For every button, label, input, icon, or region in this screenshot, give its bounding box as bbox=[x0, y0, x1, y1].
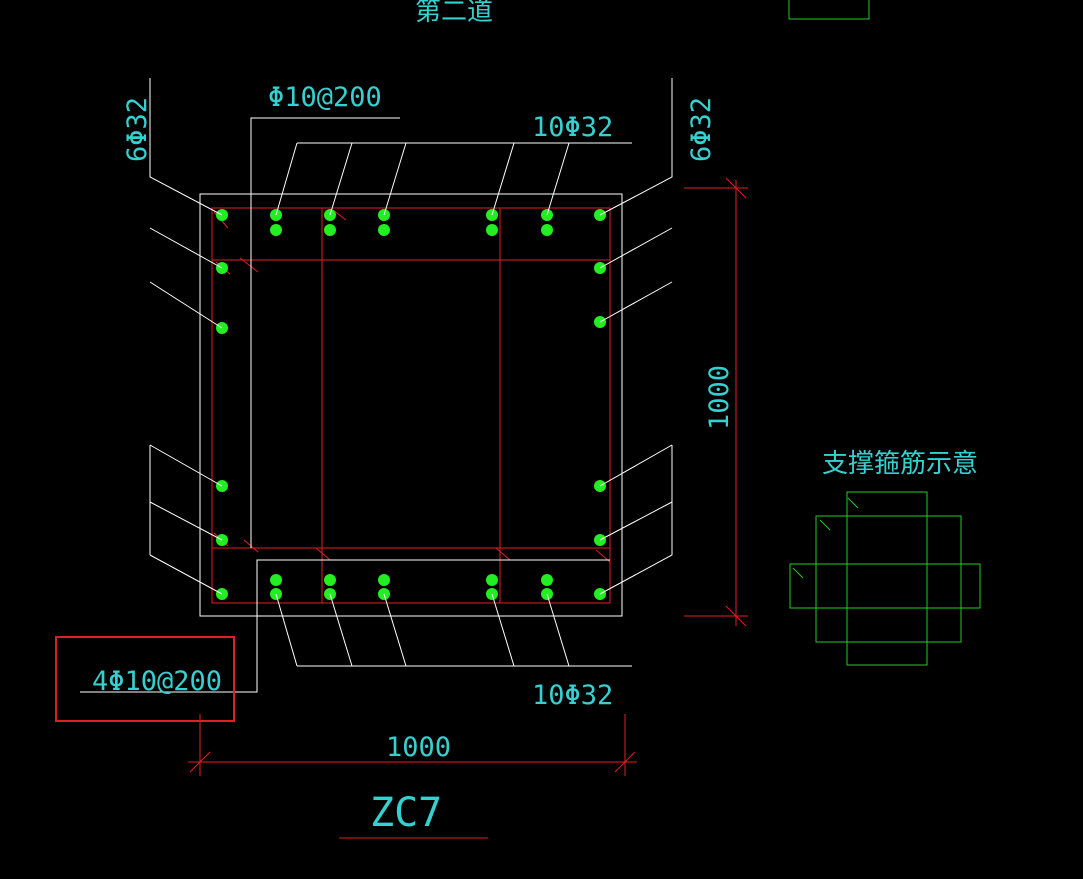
leader-left bbox=[149, 78, 223, 216]
partial-box-top-right bbox=[788, 0, 870, 20]
inner-stirrup-right bbox=[499, 207, 611, 604]
label-bottom-bars: 10Φ32 bbox=[532, 680, 613, 711]
rebar-dot bbox=[324, 574, 336, 586]
rebar-dot bbox=[270, 574, 282, 586]
sketch-middle bbox=[815, 515, 962, 643]
hook bbox=[239, 257, 259, 273]
leader-bottom-stirrup bbox=[80, 559, 610, 693]
leader-right bbox=[599, 445, 673, 595]
leader-right bbox=[599, 281, 673, 323]
label-left-vertical: 6Φ32 bbox=[122, 97, 153, 162]
inner-stirrup-left bbox=[211, 207, 323, 604]
column-name: ZC7 bbox=[370, 790, 442, 836]
rebar-dot bbox=[486, 224, 498, 236]
leader-left bbox=[149, 444, 223, 487]
leader-top-bars bbox=[383, 142, 407, 216]
rebar-dot bbox=[486, 574, 498, 586]
leader-bottom-bars bbox=[329, 593, 353, 667]
leader-left bbox=[149, 227, 223, 269]
leader-left bbox=[149, 501, 223, 541]
sketch-vertical-narrow bbox=[846, 491, 928, 666]
leader-bottom-bars bbox=[491, 593, 515, 667]
hook bbox=[495, 547, 511, 561]
leader-right bbox=[599, 501, 673, 541]
rebar-dot bbox=[541, 224, 553, 236]
leader-top-bars bbox=[275, 142, 298, 216]
longitudinal-rebars bbox=[216, 209, 606, 600]
dim-tick bbox=[725, 605, 747, 627]
leader-top-bars bbox=[329, 142, 353, 216]
label-top-bars: 10Φ32 bbox=[532, 112, 613, 143]
leader-lines bbox=[80, 78, 673, 693]
column-concrete-outline bbox=[199, 193, 623, 617]
leader-top-stirrup bbox=[250, 117, 400, 548]
dim-tick bbox=[725, 177, 747, 199]
label-top-stirrup: Φ10@200 bbox=[268, 82, 382, 113]
leader-top-bars bbox=[546, 142, 570, 216]
sketch-hook bbox=[792, 567, 804, 579]
rebar-dot bbox=[378, 574, 390, 586]
highlight-box bbox=[55, 636, 235, 722]
leader-bottom-bars bbox=[275, 593, 298, 667]
rebar-dot bbox=[378, 224, 390, 236]
label-width-dim: 1000 bbox=[386, 732, 451, 763]
leader-right bbox=[599, 78, 673, 216]
leader-bottom-bars bbox=[546, 593, 570, 667]
leader-left bbox=[149, 554, 223, 595]
rebar-dot bbox=[270, 224, 282, 236]
leader-right bbox=[599, 444, 673, 487]
partial-title: 第二道 bbox=[415, 0, 493, 27]
rebar-dot bbox=[324, 224, 336, 236]
dim-tick bbox=[614, 751, 636, 773]
label-height-dim: 1000 bbox=[704, 365, 735, 430]
label-bottom-stirrup: 4Φ10@200 bbox=[92, 666, 222, 697]
support-stirrup-sketch bbox=[789, 491, 981, 666]
dimension-lines bbox=[188, 177, 748, 776]
sketch-hook bbox=[847, 497, 859, 509]
leader-left bbox=[149, 281, 223, 329]
dim-tick bbox=[189, 751, 211, 773]
leader-top-bars bbox=[491, 142, 515, 216]
leader-bottom-bars bbox=[383, 593, 407, 667]
outer-stirrup bbox=[211, 207, 611, 604]
sketch-hook bbox=[819, 519, 831, 531]
leader-right bbox=[599, 227, 673, 269]
stirrups bbox=[211, 207, 611, 604]
sketch-horizontal-wide bbox=[789, 563, 981, 609]
hook bbox=[332, 209, 347, 221]
rebar-dot bbox=[541, 574, 553, 586]
support-title: 支撑箍筋示意 bbox=[822, 449, 978, 479]
hook bbox=[315, 547, 331, 561]
label-right-vertical: 6Φ32 bbox=[686, 97, 717, 162]
